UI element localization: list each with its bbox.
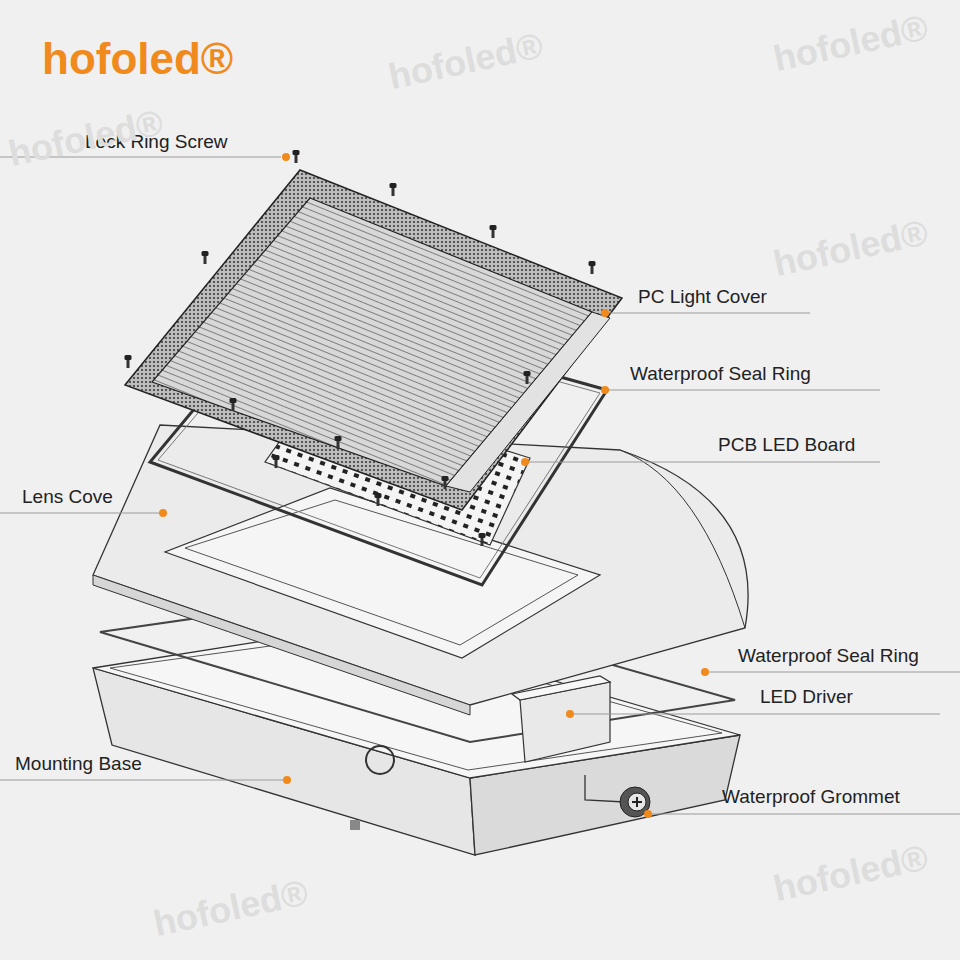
lens-window — [165, 488, 600, 658]
lock-ring-screw — [230, 398, 237, 411]
lock-ring-screw — [589, 261, 596, 274]
leader-dot — [521, 458, 529, 466]
base-foot — [350, 820, 360, 830]
part-label: PC Light Cover — [638, 286, 767, 308]
heat-sink-fins — [152, 198, 592, 486]
watermark: hofoled® — [770, 837, 931, 909]
watermark: hofoled® — [150, 872, 311, 944]
leader-dot — [283, 776, 291, 784]
leader-dot — [601, 386, 609, 394]
watermark: hofoled® — [770, 212, 931, 284]
part-label: PCB LED Board — [718, 434, 855, 456]
lock-ring-screw — [375, 493, 382, 506]
brand-logo: hofoled® — [42, 34, 233, 84]
lock-ring-screw — [442, 476, 449, 489]
watermark: hofoled® — [770, 7, 931, 79]
lock-ring-screw — [293, 150, 300, 163]
base-wire-coil — [366, 746, 394, 774]
leader-dot — [282, 153, 290, 161]
lock-ring-screw — [490, 225, 497, 238]
lock-ring-screw — [125, 355, 132, 368]
grommet-pipe — [585, 775, 625, 802]
lock-ring-screw — [479, 533, 486, 546]
watermark: hofoled® — [5, 102, 166, 174]
pc-light-cover — [125, 170, 622, 510]
leader-line — [652, 814, 960, 815]
leader-line — [0, 780, 283, 781]
lens-cove-curve — [620, 450, 745, 628]
watermark: hofoled® — [385, 25, 546, 97]
part-label: Lens Cove — [22, 486, 113, 508]
leader-line — [609, 390, 880, 391]
lock-ring-screw — [390, 183, 397, 196]
lock-ring-screw — [524, 371, 531, 384]
part-label: Mounting Base — [15, 753, 142, 775]
part-label: Waterproof Seal Ring — [630, 363, 811, 385]
leader-lines — [0, 157, 960, 814]
grommet-cross — [632, 797, 642, 807]
leader-line — [529, 462, 880, 463]
leader-line — [609, 313, 810, 314]
leader-dots — [159, 153, 709, 818]
cover-bevel — [446, 312, 610, 492]
leader-dot — [159, 509, 167, 517]
leader-line — [709, 672, 960, 673]
leader-dot — [601, 309, 609, 317]
lock-ring-screw — [202, 251, 209, 264]
leader-line — [0, 513, 159, 514]
lock-ring-screw — [273, 455, 280, 468]
lens-window-inner — [185, 500, 578, 645]
part-label: LED Driver — [760, 686, 853, 708]
grommet-cap — [628, 793, 646, 811]
leader-line — [574, 714, 940, 715]
part-label: Waterproof Seal Ring — [738, 645, 919, 667]
lock-ring-screw — [335, 436, 342, 449]
leader-dot — [701, 668, 709, 676]
leader-dot — [644, 810, 652, 818]
leader-dot — [566, 710, 574, 718]
part-label: Waterproof Grommet — [722, 786, 900, 808]
